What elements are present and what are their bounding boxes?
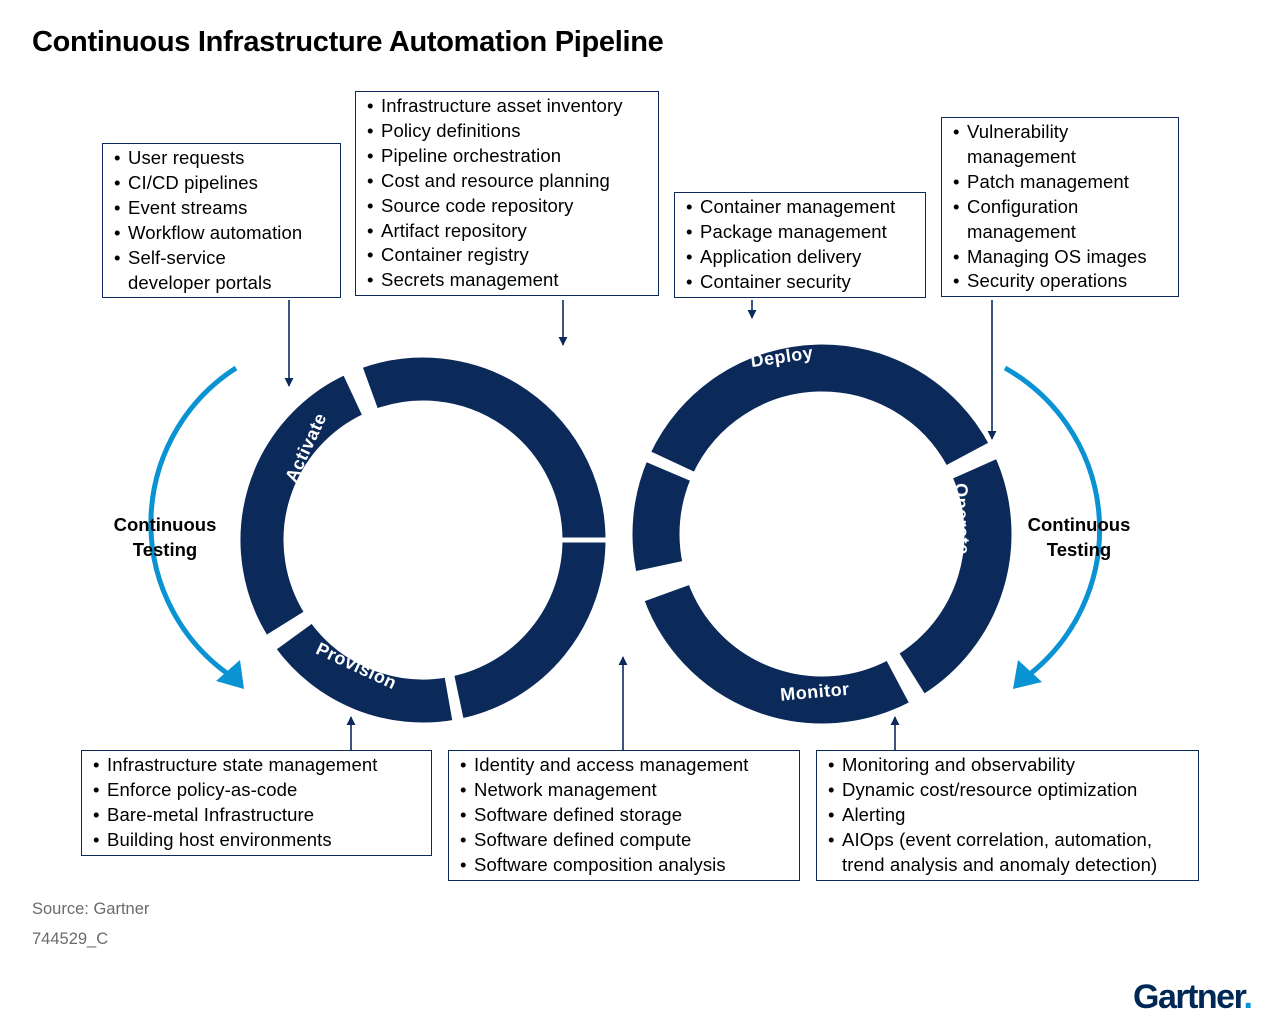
bullet-item: Package management bbox=[685, 220, 917, 245]
ring-segment-operate bbox=[892, 452, 1017, 701]
ring-segment-monitor bbox=[638, 578, 916, 729]
bullet-item: Building host environments bbox=[92, 828, 423, 853]
bullet-item: Artifact repository bbox=[366, 219, 650, 244]
plan-info-box: Infrastructure asset inventoryPolicy def… bbox=[355, 91, 659, 297]
bullet-item: Workflow automation bbox=[113, 221, 332, 246]
bullet-item: Enforce policy-as-code bbox=[92, 778, 423, 803]
continuous-testing-arrow-left bbox=[148, 365, 238, 677]
bullet-item: Security operations bbox=[952, 269, 1170, 294]
gartner-logo-dot: . bbox=[1243, 978, 1252, 1016]
bullet-item: Pipeline orchestration bbox=[366, 144, 650, 169]
continuous-testing-arrowhead-left bbox=[216, 660, 244, 689]
bullet-item: Monitoring and observability bbox=[827, 753, 1190, 778]
bullet-item: AIOps (event correlation, automation, tr… bbox=[827, 828, 1190, 878]
bullet-item: Patch management bbox=[952, 170, 1170, 195]
bullet-item: Configuration management bbox=[952, 195, 1170, 245]
bullet-item: Secrets management bbox=[366, 268, 650, 293]
bullet-item: Managing OS images bbox=[952, 245, 1170, 270]
continuous-testing-label-left: Continuous Testing bbox=[113, 514, 217, 560]
bullet-item: Vulnerability management bbox=[952, 120, 1170, 170]
stage-label-operate: Operate bbox=[951, 483, 973, 555]
document-id: 744529_C bbox=[32, 930, 109, 948]
bullet-item: Event streams bbox=[113, 196, 332, 221]
provision-info-box: Infrastructure state managementEnforce p… bbox=[81, 750, 432, 856]
ring-segment-deploy bbox=[644, 339, 995, 479]
bullet-item: Identity and access management bbox=[459, 753, 791, 778]
source-note: Source: Gartner bbox=[32, 900, 150, 918]
activate-info-box: User requestsCI/CD pipelinesEvent stream… bbox=[102, 143, 341, 299]
bullet-item: Cost and resource planning bbox=[366, 169, 650, 194]
integrate-info-box: Identity and access managementNetwork ma… bbox=[448, 750, 800, 881]
ring-segment-plan bbox=[356, 352, 611, 543]
bullet-item: Software defined storage bbox=[459, 803, 791, 828]
pipeline-rings bbox=[235, 339, 1017, 729]
bullet-item: Network management bbox=[459, 778, 791, 803]
bullet-item: CI/CD pipelines bbox=[113, 171, 332, 196]
continuous-testing-arrow-right bbox=[1003, 365, 1103, 676]
bullet-item: Dynamic cost/resource optimization bbox=[827, 778, 1190, 803]
bullet-item: Source code repository bbox=[366, 194, 650, 219]
bullet-item: Software defined compute bbox=[459, 828, 791, 853]
continuous-testing-arrowhead-right bbox=[1013, 660, 1042, 689]
bullet-item: Container security bbox=[685, 270, 917, 295]
bullet-item: Bare-metal Infrastructure bbox=[92, 803, 423, 828]
monitor-info-box: Monitoring and observabilityDynamic cost… bbox=[816, 750, 1199, 881]
ring-segment-integrate-upper bbox=[627, 455, 697, 577]
bullet-item: Application delivery bbox=[685, 245, 917, 270]
ring-segment-activate bbox=[235, 369, 369, 642]
bullet-item: Infrastructure asset inventory bbox=[366, 94, 650, 119]
ring-segment-integrate-lower bbox=[448, 537, 611, 724]
bullet-item: Policy definitions bbox=[366, 119, 650, 144]
bullet-item: Self-service developer portals bbox=[113, 246, 332, 296]
bullet-item: Container management bbox=[685, 195, 917, 220]
gartner-logo: Gartner. bbox=[1133, 978, 1253, 1017]
bullet-item: Software composition analysis bbox=[459, 853, 791, 878]
bullet-item: User requests bbox=[113, 146, 332, 171]
continuous-testing-label-right: Continuous Testing bbox=[1027, 514, 1131, 560]
deploy-info-box: Container managementPackage managementAp… bbox=[674, 192, 926, 298]
bullet-item: Infrastructure state management bbox=[92, 753, 423, 778]
page-title: Continuous Infrastructure Automation Pip… bbox=[32, 26, 664, 58]
gartner-logo-text: Gartner bbox=[1133, 978, 1245, 1016]
ring-segment-provision bbox=[269, 617, 459, 728]
bullet-item: Alerting bbox=[827, 803, 1190, 828]
operate-info-box: Vulnerability managementPatch management… bbox=[941, 117, 1179, 298]
bullet-item: Container registry bbox=[366, 243, 650, 268]
